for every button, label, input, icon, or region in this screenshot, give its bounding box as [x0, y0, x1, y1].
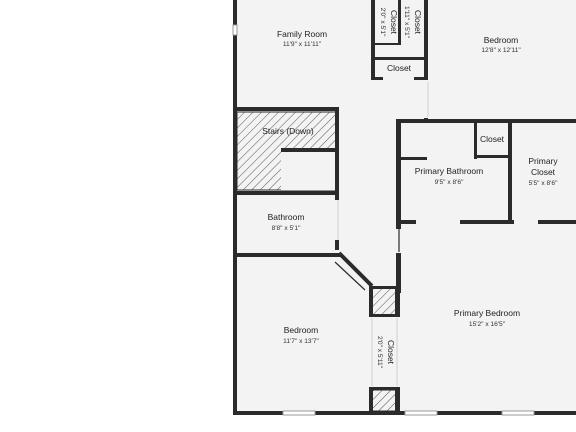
room-bedroom-bottom: Bedroom 11'7" x 13'7"	[283, 325, 319, 345]
room-label: Closet	[387, 63, 412, 73]
door-openings	[335, 80, 538, 387]
room-label: Bathroom	[268, 212, 305, 222]
room-primary-bedroom: Primary Bedroom 15'2" x 16'5"	[454, 308, 520, 328]
room-label: Stairs (Down)	[262, 126, 314, 136]
room-dimensions: 2'0" x 5'11"	[376, 336, 383, 369]
room-dimensions: 12'8" x 12'11"	[481, 47, 521, 54]
room-closet-top-bottom: Closet	[387, 63, 412, 73]
room-dimensions: 9'5" x 8'6"	[435, 179, 464, 186]
room-label: Closet	[531, 167, 556, 177]
room-label: Primary Bathroom	[415, 166, 484, 176]
room-dimensions: 11'9" x 11'11"	[283, 41, 322, 48]
room-primary-bathroom: Primary Bathroom 9'5" x 8'6"	[415, 166, 484, 186]
room-dimensions: 1'11" x 5'1"	[403, 6, 410, 39]
room-label: Family Room	[277, 29, 327, 39]
room-label: Bedroom	[284, 325, 319, 335]
room-closet-top-left: Closet 2'0" x 5'1"	[379, 8, 399, 37]
room-label: Primary	[528, 156, 558, 166]
room-stairs: Stairs (Down)	[262, 126, 314, 136]
room-closet-bath: Closet	[480, 134, 505, 144]
room-label: Closet	[386, 340, 396, 365]
room-primary-closet: Primary Closet 5'5" x 8'6"	[528, 156, 558, 187]
windows	[232, 24, 535, 416]
room-label: Closet	[480, 134, 505, 144]
room-label: Primary Bedroom	[454, 308, 520, 318]
room-dimensions: 15'2" x 16'5"	[469, 321, 506, 328]
room-closet-top-right: Closet 1'11" x 5'1"	[403, 6, 423, 39]
room-label: Closet	[389, 10, 399, 35]
room-dimensions: 2'0" x 5'1"	[379, 8, 386, 37]
room-dimensions: 8'8" x 5'1"	[272, 225, 301, 232]
closet-hatch-upper	[371, 287, 397, 316]
floor-area	[235, 0, 576, 413]
room-dimensions: 5'5" x 8'6"	[529, 180, 558, 187]
room-label: Bedroom	[484, 35, 519, 45]
room-bathroom: Bathroom 8'8" x 5'1"	[268, 212, 305, 232]
room-label: Closet	[413, 10, 423, 35]
room-family-room: Family Room 11'9" x 11'11"	[277, 29, 327, 48]
room-dimensions: 11'7" x 13'7"	[283, 338, 319, 345]
room-bedroom-top: Bedroom 12'8" x 12'11"	[481, 35, 521, 54]
stairs-landing	[281, 152, 337, 190]
room-closet-bottom: Closet 2'0" x 5'11"	[376, 336, 396, 369]
closet-hatch-lower	[371, 389, 397, 412]
